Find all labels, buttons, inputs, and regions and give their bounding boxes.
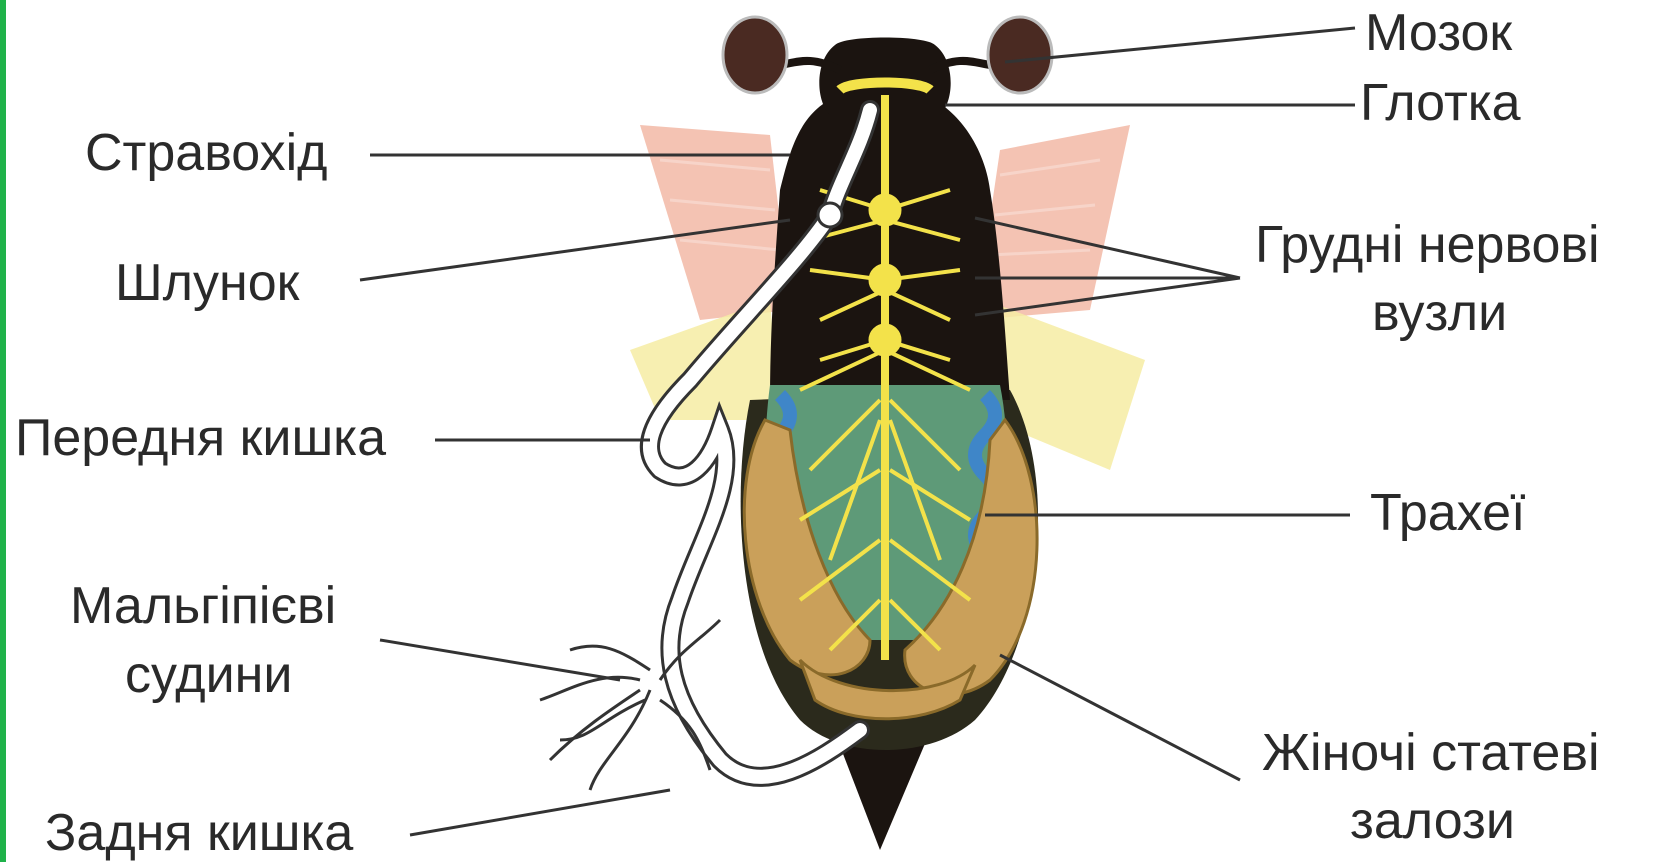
label-tracheae: Трахеї: [1370, 484, 1525, 542]
label-thoracic-ganglia-1: Грудні нервові: [1255, 216, 1600, 274]
label-hindgut: Задня кишка: [45, 804, 353, 862]
stomach-bulb: [818, 203, 842, 227]
label-ovaries-2: залози: [1350, 792, 1515, 850]
label-thoracic-ganglia-2: вузли: [1372, 284, 1507, 342]
label-ovaries-1: Жіночі статеві: [1262, 724, 1600, 782]
left-eye: [723, 17, 787, 93]
label-brain: Мозок: [1365, 4, 1512, 62]
insect-body: [741, 38, 1038, 851]
label-foregut: Передня кишка: [15, 409, 386, 467]
label-stomach: Шлунок: [115, 254, 300, 312]
label-pharynx: Глотка: [1360, 74, 1521, 132]
label-malpighian-2: судини: [125, 646, 292, 704]
label-malpighian-1: Мальгіпієві: [70, 577, 336, 635]
label-esophagus: Стравохід: [85, 124, 327, 182]
left-border: [0, 0, 6, 862]
right-eye: [988, 17, 1052, 93]
